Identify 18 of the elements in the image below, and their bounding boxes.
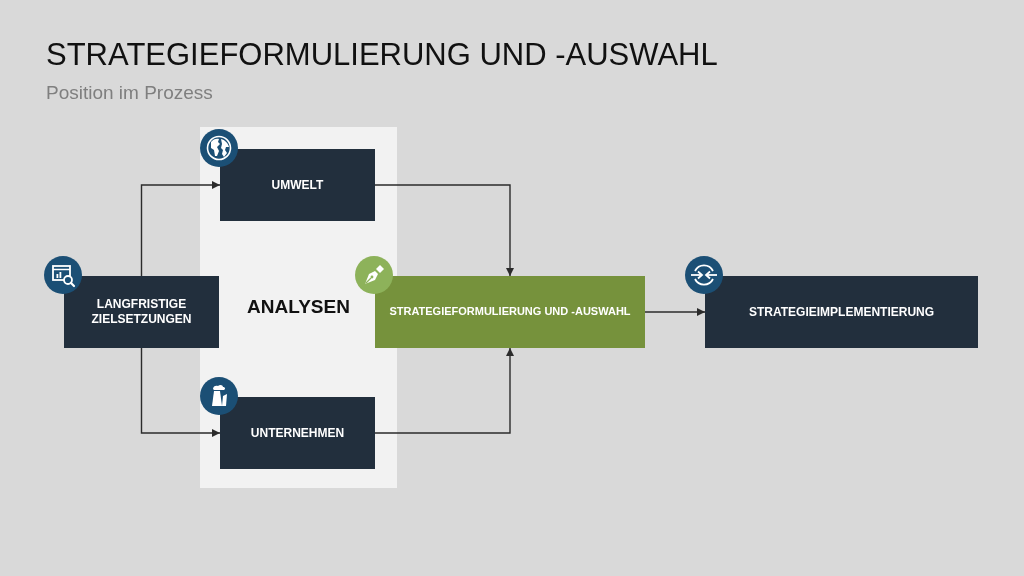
process-box bbox=[220, 149, 375, 221]
slide-subtitle: Position im Prozess bbox=[46, 82, 213, 104]
box-label: STRATEGIEFORMULIERUNG UND -AUSWAHL bbox=[389, 305, 631, 319]
process-box bbox=[64, 276, 219, 348]
process-box bbox=[220, 397, 375, 469]
arrow bbox=[374, 184, 514, 277]
arrow bbox=[374, 347, 514, 434]
panel-heading: ANALYSEN bbox=[247, 297, 350, 318]
arrow bbox=[140, 347, 221, 437]
slide-title: STRATEGIEFORMULIERUNG UND -AUSWAHL bbox=[46, 38, 718, 73]
highlighted-process-box bbox=[375, 276, 645, 348]
box-label: LANGFRISTIGE ZIELSETZUNGEN bbox=[90, 297, 193, 327]
arrow bbox=[140, 181, 221, 277]
arrow bbox=[644, 308, 706, 316]
box-label: UMWELT bbox=[271, 177, 324, 193]
box-label: UNTERNEHMEN bbox=[250, 425, 345, 441]
process-box bbox=[705, 276, 978, 348]
box-label: STRATEGIEIMPLEMENTIERUNG bbox=[748, 304, 935, 320]
